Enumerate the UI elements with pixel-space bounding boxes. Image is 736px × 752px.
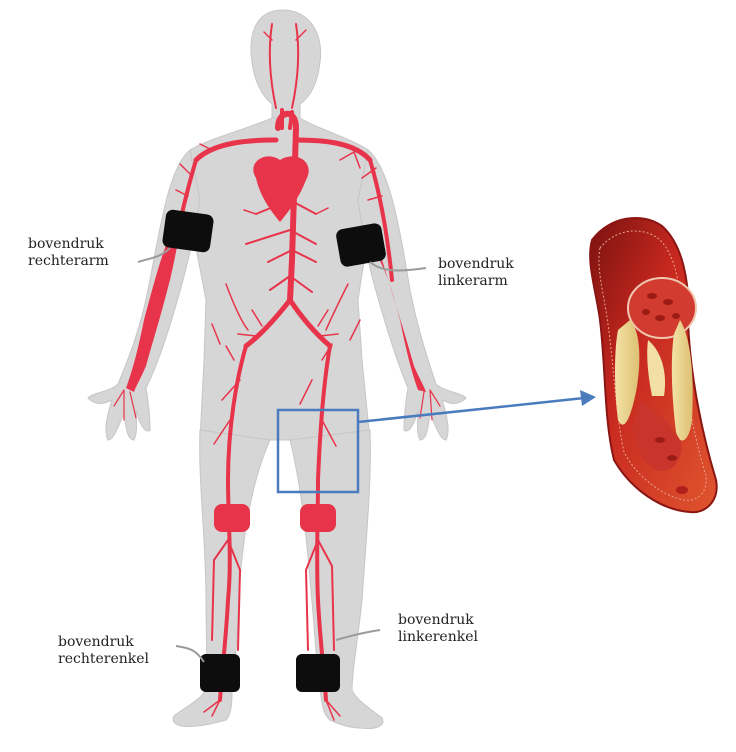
label-right-arm-line2: rechterarm xyxy=(28,253,109,270)
cuff-left-arm xyxy=(335,222,387,267)
zoom-arrow-head xyxy=(580,390,596,406)
artery-cross-section xyxy=(590,218,717,512)
label-right-arm-line1: bovendruk xyxy=(28,236,109,253)
label-left-ankle: bovendruk linkerenkel xyxy=(398,612,478,646)
label-right-ankle-line2: rechterenkel xyxy=(58,651,149,668)
label-right-arm: bovendruk rechterarm xyxy=(28,236,109,270)
right-knee-vessel xyxy=(214,504,250,532)
cuff-left-ankle xyxy=(296,654,340,692)
cuff-right-ankle xyxy=(200,654,240,692)
left-arm xyxy=(358,150,466,440)
zoom-arrow-line xyxy=(358,398,584,422)
label-right-ankle-line1: bovendruk xyxy=(58,634,149,651)
label-left-arm: bovendruk linkerarm xyxy=(438,256,514,290)
label-left-ankle-line1: bovendruk xyxy=(398,612,478,629)
left-knee-vessel xyxy=(300,504,336,532)
label-left-arm-line1: bovendruk xyxy=(438,256,514,273)
label-right-ankle: bovendruk rechterenkel xyxy=(58,634,149,668)
cuff-right-arm xyxy=(162,209,215,253)
label-left-arm-line2: linkerarm xyxy=(438,273,514,290)
head xyxy=(251,10,321,128)
label-left-ankle-line2: linkerenkel xyxy=(398,629,478,646)
